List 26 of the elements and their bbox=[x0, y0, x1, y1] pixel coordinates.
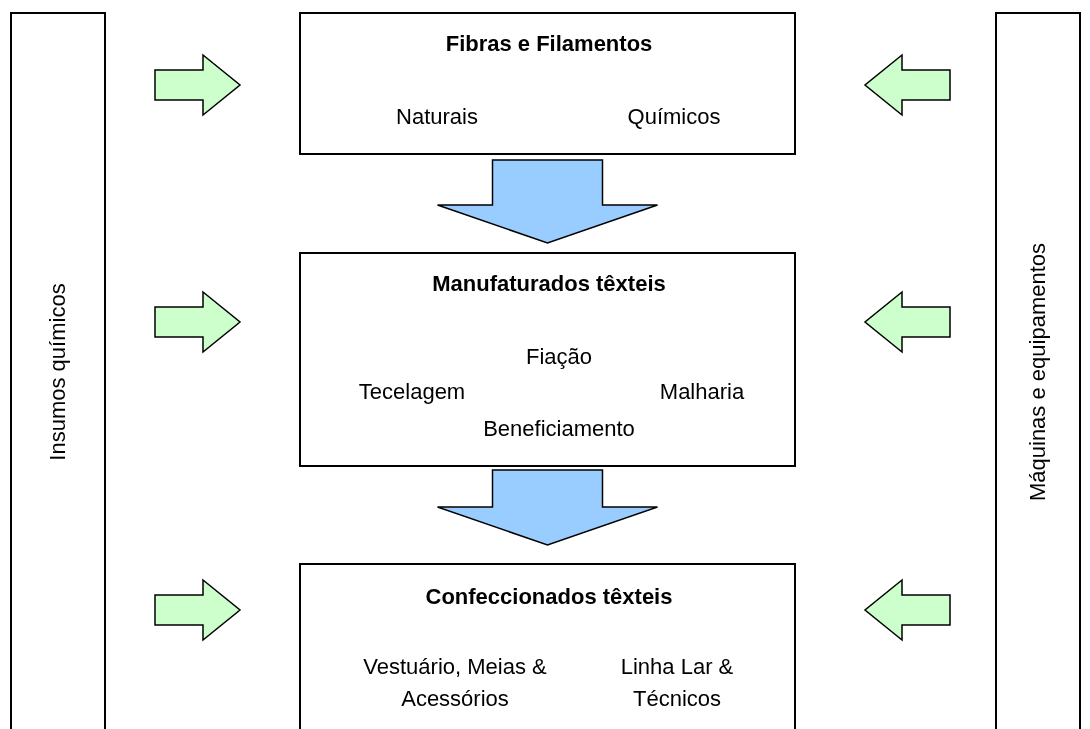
stage-item: Linha Lar & Técnicos bbox=[619, 653, 735, 713]
stage-item: Beneficiamento bbox=[482, 415, 636, 443]
stage-item: Químicos bbox=[626, 103, 722, 131]
stage-box bbox=[299, 252, 796, 467]
stage-box bbox=[299, 12, 796, 155]
stage-heading: Confeccionados têxteis bbox=[424, 583, 674, 611]
block-arrow bbox=[154, 53, 242, 117]
block-arrow bbox=[863, 290, 951, 354]
block-arrow bbox=[154, 290, 242, 354]
stage-item: Vestuário, Meias & Acessórios bbox=[362, 653, 548, 713]
side-label: Máquinas e equipamentos bbox=[1025, 242, 1051, 501]
side-label: Insumos químicos bbox=[45, 282, 71, 461]
stage-box bbox=[299, 563, 796, 729]
stage-item: Naturais bbox=[395, 103, 479, 131]
block-arrow bbox=[863, 53, 951, 117]
side-panel bbox=[995, 12, 1081, 729]
block-arrow bbox=[863, 578, 951, 642]
stage-heading: Fibras e Filamentos bbox=[444, 30, 654, 58]
side-panel bbox=[10, 12, 106, 729]
block-arrow bbox=[436, 159, 659, 244]
block-arrow bbox=[154, 578, 242, 642]
stage-item: Tecelagem bbox=[357, 378, 467, 406]
stage-heading: Manufaturados têxteis bbox=[431, 270, 667, 298]
stage-item: Malharia bbox=[658, 378, 746, 406]
block-arrow bbox=[436, 469, 659, 546]
stage-item: Fiação bbox=[524, 343, 593, 371]
